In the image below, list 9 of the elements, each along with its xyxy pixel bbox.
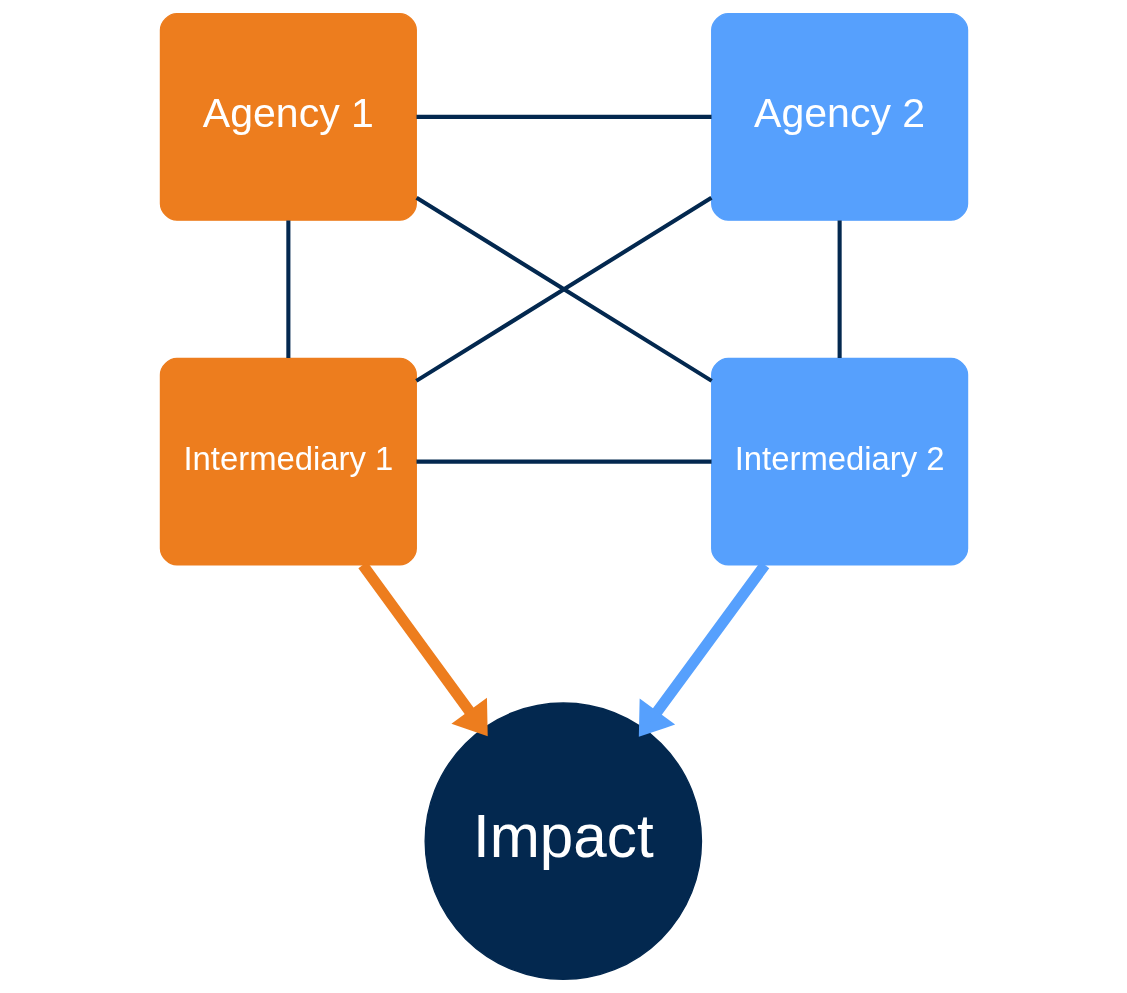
- connector: [416, 114, 712, 119]
- node-circle: Impact: [423, 702, 702, 981]
- node-box: Intermediary 2: [710, 357, 968, 566]
- connector: [416, 459, 712, 464]
- node-box: Intermediary 1: [159, 357, 417, 566]
- node-box: Agency 1: [159, 12, 417, 221]
- connector: [837, 220, 842, 359]
- connector: [285, 220, 290, 359]
- node-box: Agency 2: [710, 12, 968, 221]
